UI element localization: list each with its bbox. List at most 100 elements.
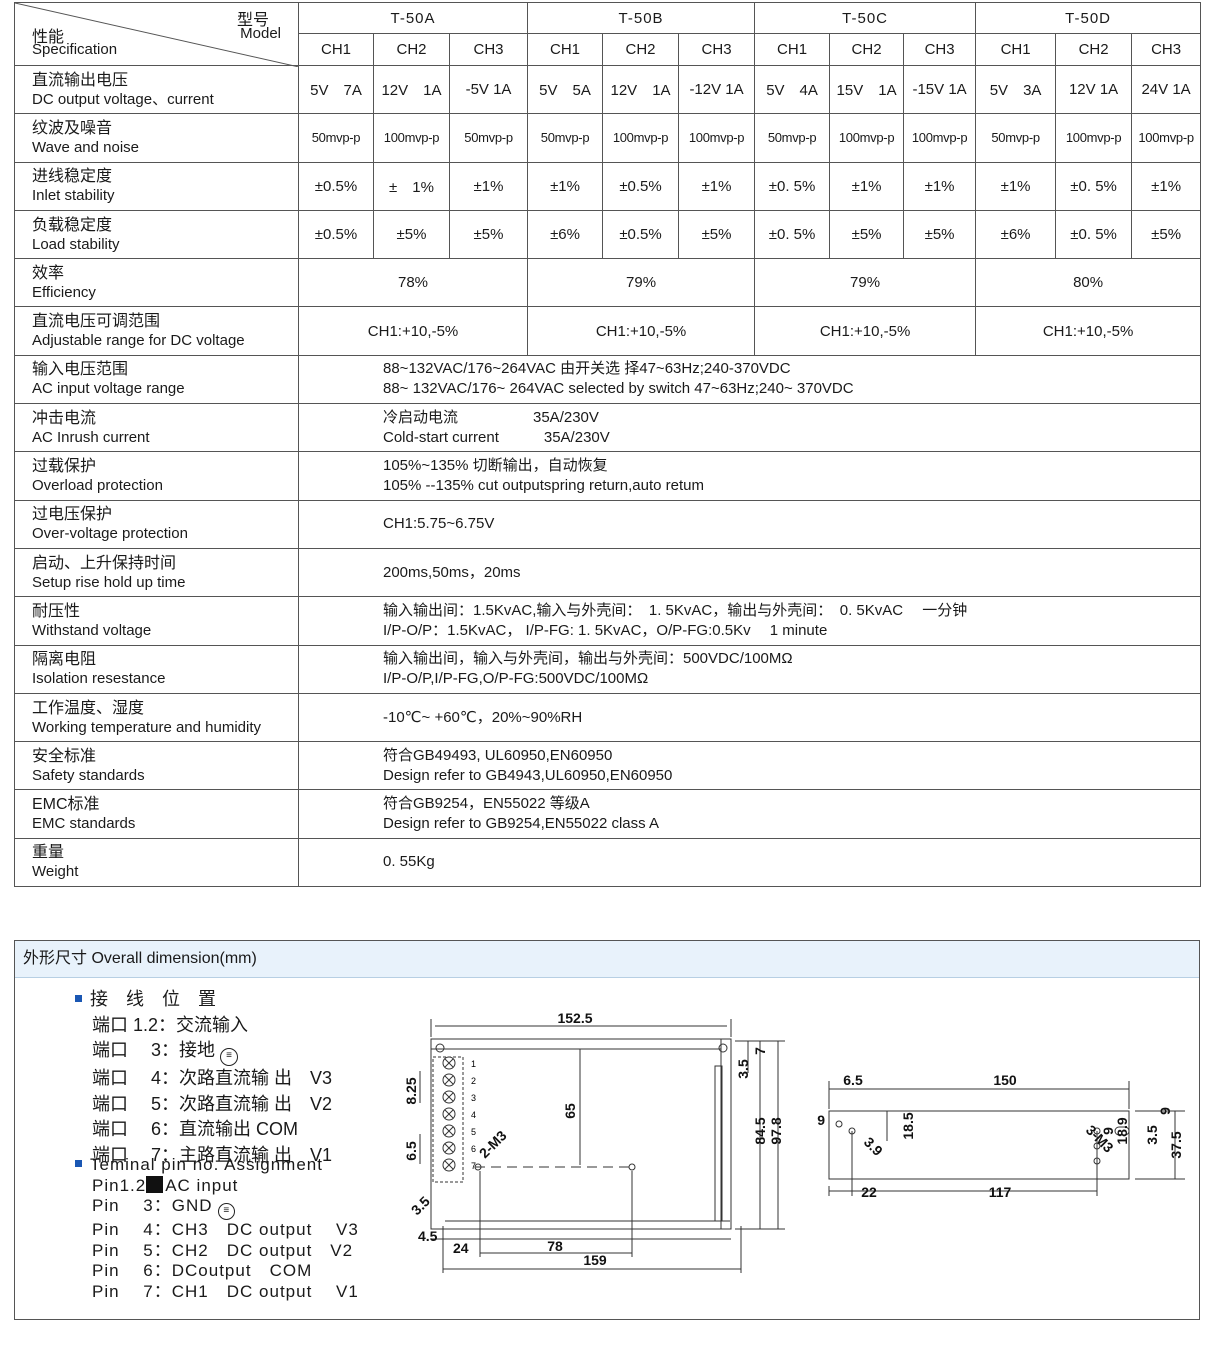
channel-header: CH2 bbox=[829, 33, 905, 66]
spec-value: ±5% bbox=[903, 209, 977, 260]
dim-label: 3.5 bbox=[735, 1059, 751, 1079]
spec-value: ±1% bbox=[829, 161, 905, 211]
spec-name-zh: 负载稳定度 bbox=[32, 216, 113, 234]
spec-name-en: Wave and noise bbox=[32, 138, 140, 156]
bullet-icon bbox=[75, 1160, 82, 1168]
terminal-screw-icon bbox=[442, 1056, 456, 1070]
spec-name-en: AC Inrush current bbox=[32, 428, 150, 446]
spec-name-en: AC input voltage range bbox=[32, 380, 185, 398]
spec-value-line: 输入输出间，输入与外壳间，输出与外壳间：500VDC/100MΩ bbox=[383, 650, 793, 668]
mount-hole bbox=[1093, 1127, 1101, 1135]
dim-label: 3-M3 bbox=[1083, 1122, 1117, 1156]
spec-value: ±0. 5% bbox=[754, 161, 831, 211]
spec-name-zh: 重量 bbox=[32, 844, 65, 862]
dim-label: 117 bbox=[989, 1184, 1012, 1200]
pin-number: 5 bbox=[471, 1127, 476, 1137]
pin-line-en: Pin 6：DCoutput COM bbox=[92, 1261, 313, 1280]
spec-value: 15V 1A bbox=[829, 64, 905, 115]
spec-name-en: Working temperature and humidity bbox=[32, 718, 261, 736]
spec-name-en: Weight bbox=[32, 863, 79, 881]
spec-value: ± 1% bbox=[373, 161, 450, 211]
dim-label: 9 bbox=[817, 1112, 825, 1128]
dim-label: 3.5 bbox=[1144, 1125, 1160, 1145]
spec-value: 50mvp-p bbox=[975, 113, 1057, 163]
spec-value: CH1:5.75~6.75V bbox=[297, 499, 1202, 549]
model-header: T-50C bbox=[754, 2, 977, 34]
spec-value-line: Design refer to GB4943,UL60950,EN60950 bbox=[383, 766, 673, 784]
terminal-screw-icon bbox=[442, 1073, 456, 1087]
pin-line-en: Pin 3：GND bbox=[92, 1196, 213, 1215]
dimension-title: 外形尺寸 Overall dimension(mm) bbox=[15, 941, 1199, 978]
spec-value: 78% bbox=[297, 258, 529, 308]
spec-value-line: Cold-start current 35A/230V bbox=[383, 428, 610, 446]
spec-value: ±1% bbox=[1131, 161, 1202, 211]
mount-hole bbox=[848, 1127, 856, 1135]
dim-label: 8.25 bbox=[405, 1077, 419, 1104]
terminal-screw-mark bbox=[444, 1109, 454, 1119]
spec-value: ±6% bbox=[975, 209, 1057, 260]
spec-name-en: Isolation resestance bbox=[32, 670, 166, 688]
spec-value: CH1:+10,-5% bbox=[754, 306, 977, 356]
mount-hole bbox=[1093, 1142, 1101, 1150]
pin-number: 3 bbox=[471, 1093, 476, 1103]
spec-value-line: I/P-O/P：1.5KvAC， I/P-FG: 1. 5KvAC，O/P-FG… bbox=[383, 621, 828, 639]
channel-header: CH1 bbox=[298, 33, 374, 66]
chinese-pin-list: 接 线 位 置 端口 1.2：交流输入 端口 3：接地 ≡ 端口 4：次路直流输… bbox=[75, 987, 332, 1168]
spec-label-zh: 性能 bbox=[32, 29, 65, 46]
spec-value: 100mvp-p bbox=[373, 113, 450, 163]
channel-header: CH2 bbox=[1055, 33, 1133, 66]
spec-value: 5V 7A bbox=[298, 64, 374, 115]
spec-value: CH1:+10,-5% bbox=[527, 306, 756, 356]
spec-value: CH1:+10,-5% bbox=[975, 306, 1202, 356]
spec-name-zh: 输入电压范围 bbox=[32, 361, 129, 379]
model-header: T-50D bbox=[975, 2, 1202, 34]
dim-label: 9 bbox=[1157, 1107, 1173, 1115]
channel-header: CH2 bbox=[602, 33, 680, 66]
channel-header: CH3 bbox=[903, 33, 977, 66]
spec-name-zh: 效率 bbox=[32, 264, 65, 282]
channel-header: CH3 bbox=[448, 33, 529, 66]
dim-label: 97.8 bbox=[768, 1117, 784, 1144]
spec-value: ±1% bbox=[527, 161, 604, 211]
spec-value: 5V 3A bbox=[975, 64, 1057, 115]
pin-line-en: Pin 4：CH3 DC output V3 bbox=[92, 1220, 359, 1239]
spec-value-line: 105%~135% 切断输出，自动恢复 bbox=[383, 457, 608, 475]
channel-header: CH1 bbox=[754, 33, 831, 66]
ground-icon: ≡ bbox=[220, 1048, 239, 1066]
spec-name-zh: 过电压保护 bbox=[32, 506, 113, 524]
pin-number: 7 bbox=[471, 1161, 476, 1171]
terminal-screw-icon bbox=[442, 1158, 456, 1172]
spec-value: ±0.5% bbox=[602, 209, 680, 260]
spec-value: 0. 55Kg bbox=[297, 837, 1202, 888]
spec-name-zh: 冲击电流 bbox=[32, 409, 97, 427]
pin-line-en: Pin 5：CH2 DC output V2 bbox=[92, 1240, 354, 1260]
spec-name-en: Setup rise hold up time bbox=[32, 573, 186, 591]
spec-value: 80% bbox=[975, 258, 1202, 308]
spec-value: ±0.5% bbox=[602, 161, 680, 211]
side-view-drawing: 6.5 150 9 18.5 3.9 22 117 3-M3 9 18.9 3.… bbox=[817, 1072, 1185, 1200]
pin-line-zh: 端口 1.2：交流输入 bbox=[92, 1014, 249, 1035]
corner-diagonal bbox=[15, 3, 299, 67]
channel-header: CH1 bbox=[527, 33, 604, 66]
spec-value: -5V 1A bbox=[448, 64, 529, 115]
spec-label-en: Specification bbox=[32, 41, 118, 58]
header-corner-cell: 型号 Model 性能 Specification bbox=[14, 2, 299, 67]
channel-header: CH2 bbox=[373, 33, 450, 66]
spec-value-line: 符合GB9254，EN55022 等级A bbox=[383, 795, 590, 813]
